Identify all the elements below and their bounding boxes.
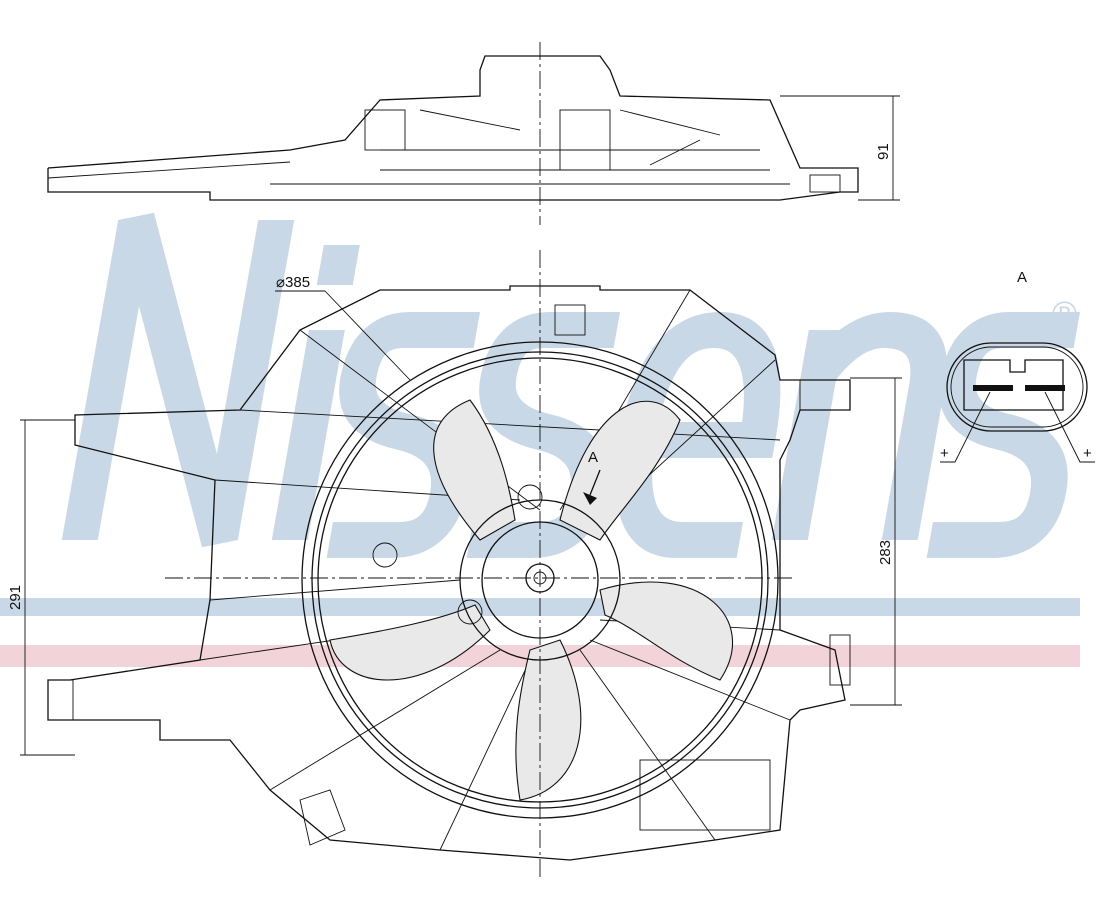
connector-view-label: A bbox=[1017, 269, 1027, 286]
view-arrow-label: A bbox=[588, 449, 598, 466]
side-view: 91 bbox=[47, 42, 900, 225]
pin-left-label: + bbox=[940, 445, 949, 462]
pin-right-label: + bbox=[1083, 445, 1092, 462]
height-dimension-side: 91 bbox=[875, 143, 892, 160]
connector-view: A + + bbox=[940, 269, 1095, 463]
registered-mark: ® bbox=[1052, 295, 1077, 333]
front-view: A ⌀385 283 291 bbox=[7, 250, 902, 880]
fan-diameter-dimension: ⌀385 bbox=[276, 274, 310, 291]
fan-blades bbox=[329, 399, 733, 801]
watermark-logo bbox=[61, 212, 1080, 558]
height-dimension-inner: 283 bbox=[877, 540, 894, 565]
height-dimension-outer: 291 bbox=[7, 585, 24, 610]
watermark: ® bbox=[0, 212, 1080, 667]
